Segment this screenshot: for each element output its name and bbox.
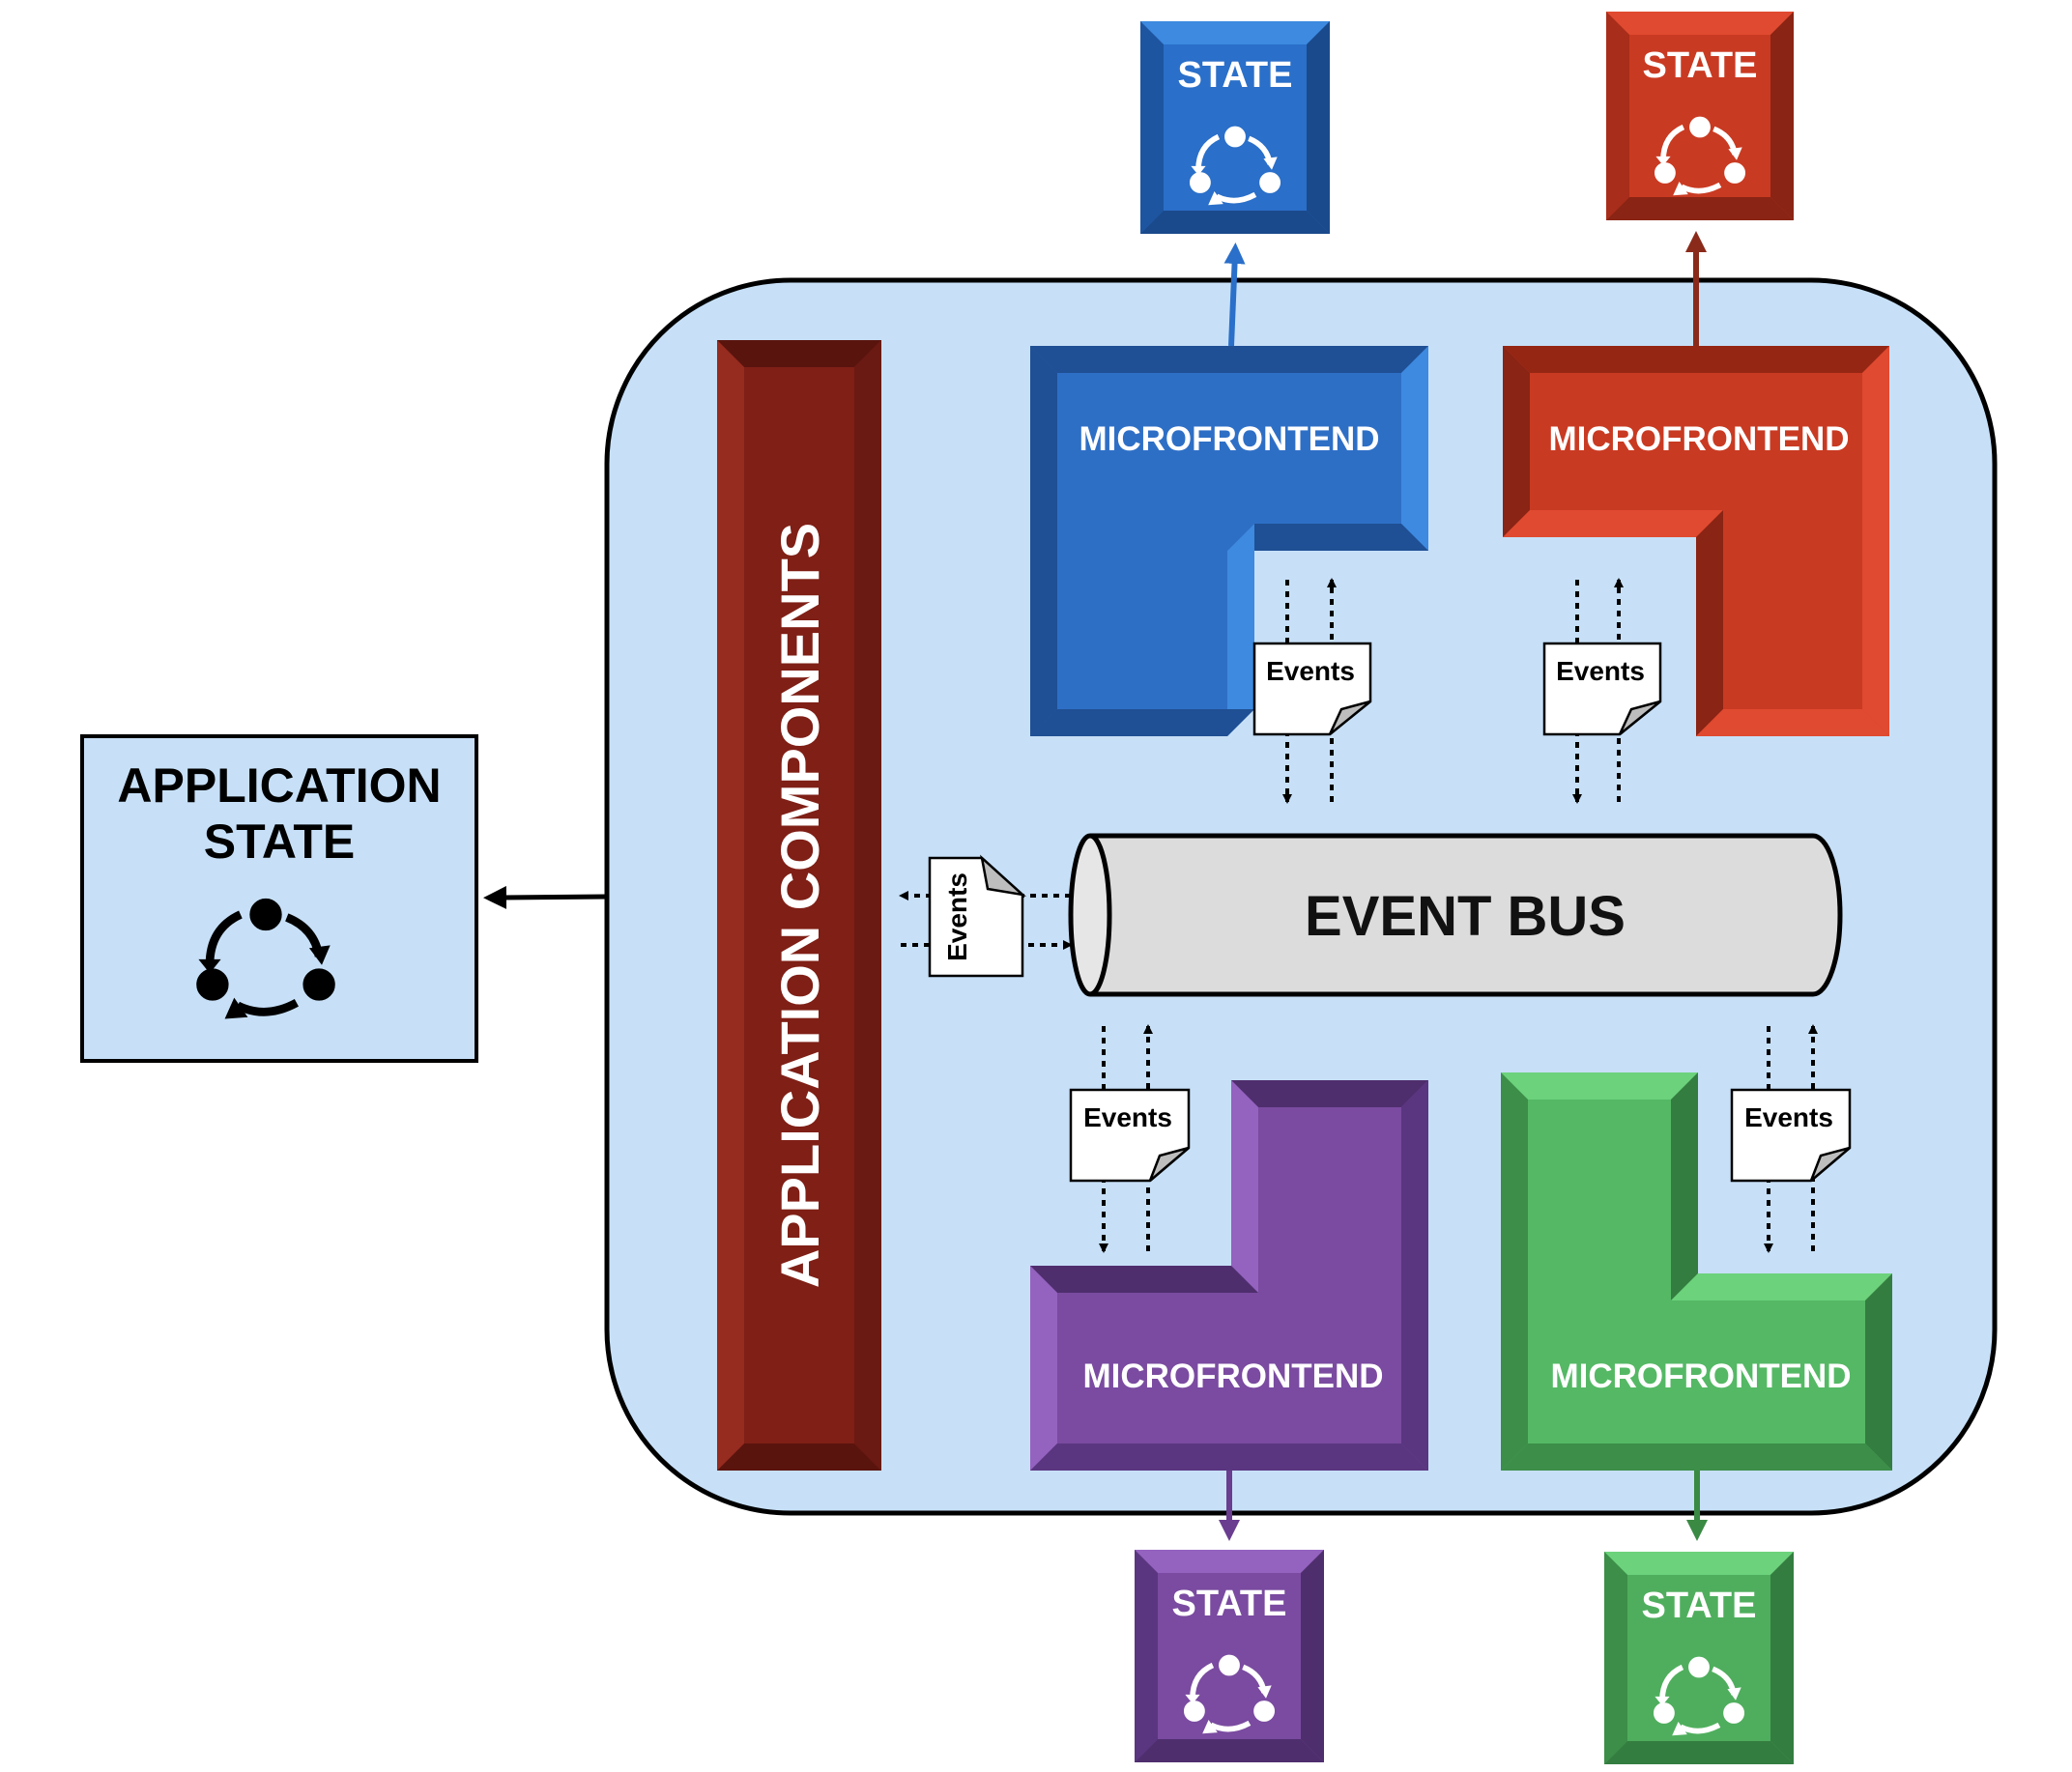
microfrontend-green: MICROFRONTEND: [1501, 1072, 1892, 1471]
application-components-bar: APPLICATION COMPONENTS: [717, 340, 881, 1471]
events-note-blue: Events: [1252, 642, 1372, 736]
events-label: Events: [1266, 656, 1355, 686]
microfrontend-label: MICROFRONTEND: [1079, 420, 1379, 458]
application-state-title-line1: APPLICATION: [117, 758, 441, 813]
events-label: Events: [1556, 656, 1645, 686]
state-box-blue: STATE: [1140, 21, 1330, 234]
microfrontend-label: MICROFRONTEND: [1082, 1358, 1383, 1395]
application-state-box: APPLICATION STATE: [80, 734, 478, 1063]
events-label: Events: [942, 872, 972, 961]
microfrontend-purple: MICROFRONTEND: [1030, 1080, 1428, 1471]
state-arrow-blue: [1223, 243, 1246, 347]
state-box-red: STATE: [1606, 12, 1794, 220]
state-label: STATE: [1178, 55, 1293, 96]
microfrontend-label: MICROFRONTEND: [1550, 1358, 1851, 1395]
state-box-purple: STATE: [1135, 1550, 1324, 1762]
events-note-app-components: Events: [928, 854, 1027, 978]
events-note-red: Events: [1542, 642, 1662, 736]
microfrontend-label: MICROFRONTEND: [1548, 420, 1849, 458]
microfrontend-red: MICROFRONTEND: [1503, 346, 1889, 736]
state-label: STATE: [1642, 1586, 1757, 1626]
state-box-green: STATE: [1604, 1552, 1794, 1764]
events-note-purple: Events: [1069, 1088, 1191, 1183]
events-note-green: Events: [1730, 1088, 1852, 1183]
state-label: STATE: [1172, 1584, 1287, 1624]
events-label: Events: [1083, 1102, 1172, 1132]
events-label: Events: [1744, 1102, 1833, 1132]
microfrontend-blue: MICROFRONTEND: [1030, 346, 1428, 736]
application-state-title-line2: STATE: [204, 815, 355, 869]
event-bus: EVENT BUS: [1068, 833, 1843, 997]
application-components-label: APPLICATION COMPONENTS: [769, 523, 830, 1288]
state-label: STATE: [1643, 45, 1758, 86]
event-bus-label: EVENT BUS: [1305, 885, 1626, 948]
state-arrow: [483, 885, 608, 909]
